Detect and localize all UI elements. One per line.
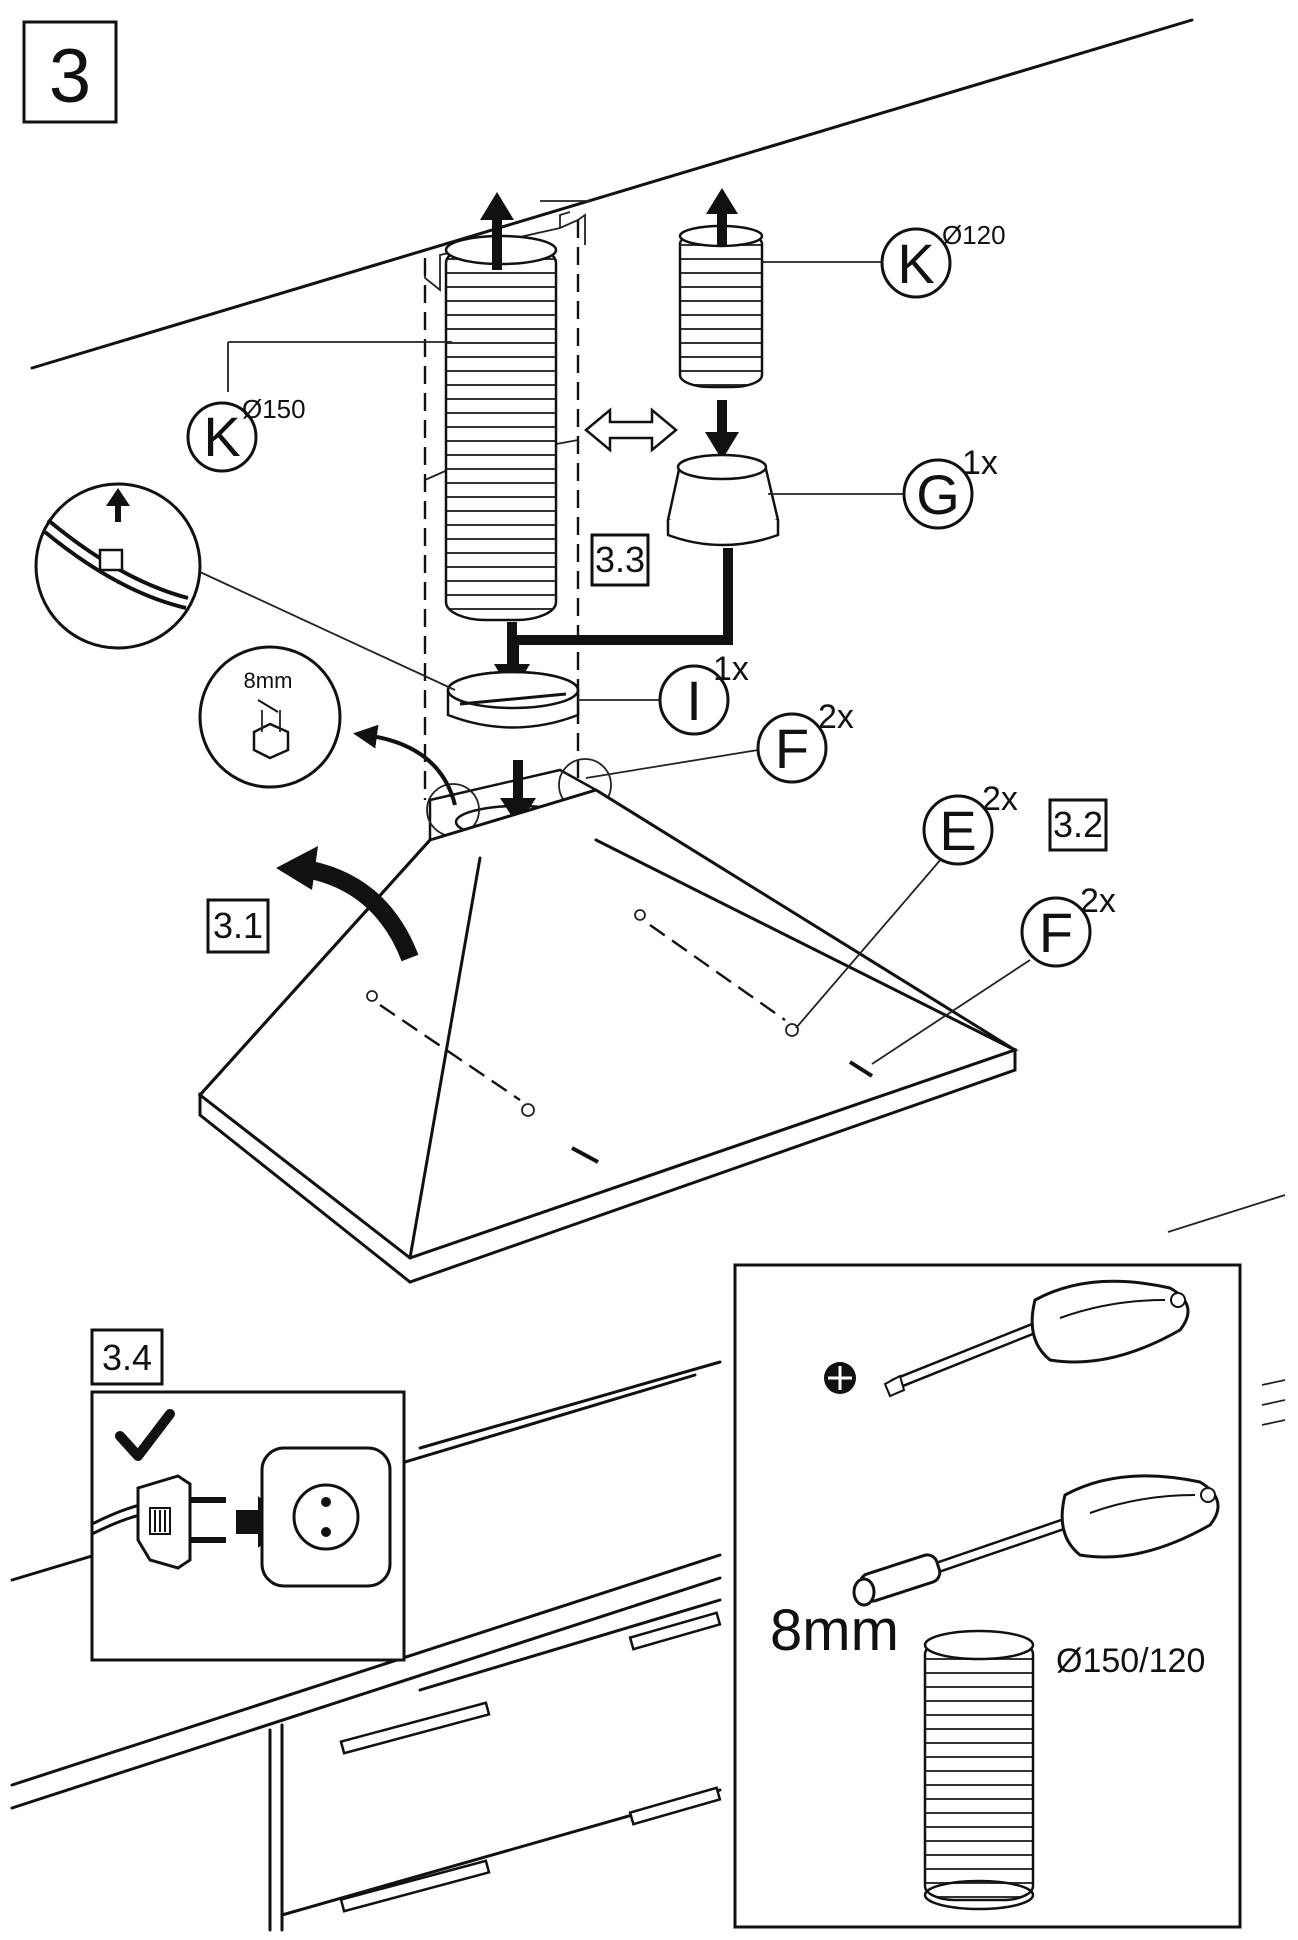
part-superscript: Ø150 <box>242 394 306 424</box>
part-letter: F <box>775 717 809 780</box>
substep-3-4-panel: 3.4 <box>90 1328 406 1662</box>
part-letter: K <box>203 405 240 468</box>
duct-k150 <box>444 192 558 622</box>
tools-panel: 8mm Ø150/120 <box>733 1263 1242 1929</box>
part-superscript: 1x <box>713 650 749 688</box>
svg-text:3.3: 3.3 <box>595 539 645 580</box>
part-superscript: 2x <box>1080 882 1116 920</box>
check-icon <box>115 1409 175 1461</box>
phillips-icon <box>824 1362 856 1394</box>
part-letter: K <box>897 232 934 295</box>
up-arrow-icon <box>106 488 130 506</box>
double-arrow-icon <box>584 407 678 453</box>
part-letter: F <box>1039 901 1073 964</box>
part-superscript: 1x <box>962 444 998 482</box>
label-k120: K Ø120 <box>762 220 1006 299</box>
ceiling-lines <box>30 18 1194 370</box>
svg-text:3.4: 3.4 <box>102 1337 152 1378</box>
label-f-top: F 2x <box>585 698 854 784</box>
up-arrow-icon <box>706 188 738 214</box>
svg-text:3.2: 3.2 <box>1053 804 1103 845</box>
plug-icon <box>91 1474 226 1570</box>
substep-3-2: 3.2 <box>1048 798 1108 852</box>
step-number: 3 <box>49 34 91 119</box>
detail-bolt: 8mm <box>198 645 342 789</box>
label-e: E 2x <box>795 780 1018 1029</box>
part-superscript: 2x <box>818 698 854 736</box>
detail-arrow <box>353 724 457 806</box>
duct-diameter-label: Ø150/120 <box>1056 1642 1205 1680</box>
label-g: G 1x <box>768 444 998 530</box>
part-letter: I <box>686 669 702 732</box>
socket-size-label: 8mm <box>770 1598 899 1663</box>
detail-wrench-size: 8mm <box>244 668 293 693</box>
label-i: I 1x <box>578 650 749 736</box>
substep-3-3: 3.3 <box>590 533 650 587</box>
phillips-screwdriver <box>883 1279 1190 1398</box>
part-superscript: Ø120 <box>942 220 1006 250</box>
reducer-g <box>666 453 780 547</box>
duct-k120 <box>678 188 764 460</box>
part-superscript: 2x <box>982 780 1018 818</box>
down-arrow-icon <box>705 432 739 460</box>
label-f-side: F 2x <box>871 882 1116 1065</box>
svg-text:3.1: 3.1 <box>213 905 263 946</box>
rotate-arrow-icon <box>276 846 419 962</box>
cooker-hood <box>197 788 1019 1284</box>
part-letter: G <box>916 463 960 526</box>
socket-icon <box>260 1446 392 1588</box>
socket-screwdriver <box>852 1474 1220 1607</box>
flexible-duct <box>923 1629 1035 1911</box>
up-arrow-icon <box>480 192 514 220</box>
step-number-box: 3 <box>22 20 118 124</box>
substep-3-1: 3.1 <box>206 898 270 954</box>
part-letter: E <box>939 799 976 862</box>
connector-i <box>446 670 580 729</box>
detail-clip <box>34 482 456 691</box>
label-k150: K Ø150 <box>186 341 452 473</box>
